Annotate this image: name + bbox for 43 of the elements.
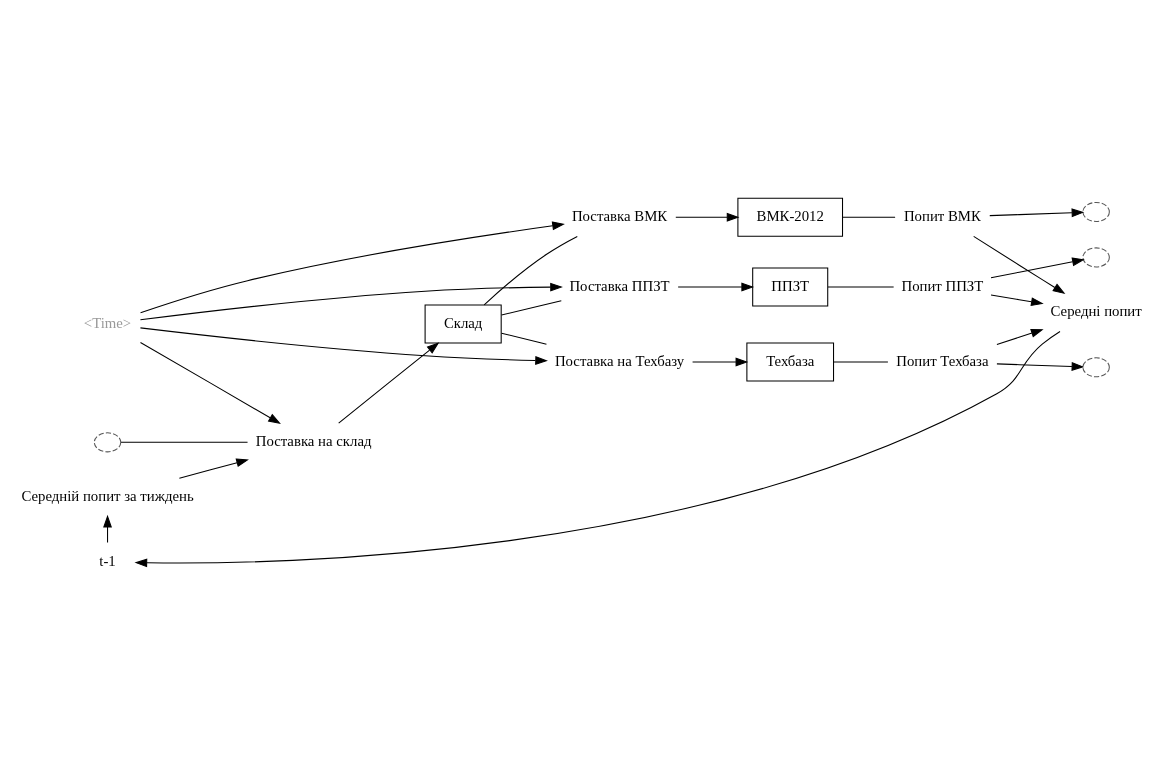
node-text: Поставка ВМК [571,207,668,224]
node-text: Поставка на Техбазу [554,352,685,369]
node-text: Попит ВМК [903,207,981,224]
node-text: Середній попит за тиждень [21,487,194,504]
node-cloud [1082,356,1110,377]
arrow [990,293,1044,306]
node-box: Техбаза [746,341,835,382]
connector [501,332,547,345]
arrow [996,361,1085,371]
arrow [139,341,281,424]
arrow [692,357,749,366]
node-text: Поставка ППЗТ [569,277,670,294]
node-cloud [1082,246,1110,267]
node-text: Попит ППЗТ [901,277,984,294]
arrow [996,328,1044,345]
arrow [134,330,1061,567]
arrow [140,220,565,313]
arrow [338,341,440,424]
node-box: ППЗТ [752,266,829,307]
connector [827,285,895,287]
node-box: Склад [424,303,502,344]
node-text: Попит Техбаза [896,352,989,369]
connector [501,299,562,316]
node-cloud [93,431,122,452]
node-box: ВМК-2012 [737,197,844,237]
connector [842,216,896,218]
arrow [139,326,548,365]
node-text: t-1 [99,552,116,569]
arrow [677,282,755,291]
arrow [990,256,1085,278]
node-text: Середні попит [1050,302,1142,319]
connector [483,235,578,305]
arrow [989,207,1085,217]
node-cloud [1082,201,1110,222]
connector [120,441,249,443]
arrow [675,212,740,222]
arrow [973,235,1066,294]
arrow [103,514,112,543]
node-text: <Time> [83,314,132,331]
connector [833,361,889,363]
node-text: Поставка на склад [255,432,372,449]
arrow [178,458,249,479]
arrow [139,282,563,320]
